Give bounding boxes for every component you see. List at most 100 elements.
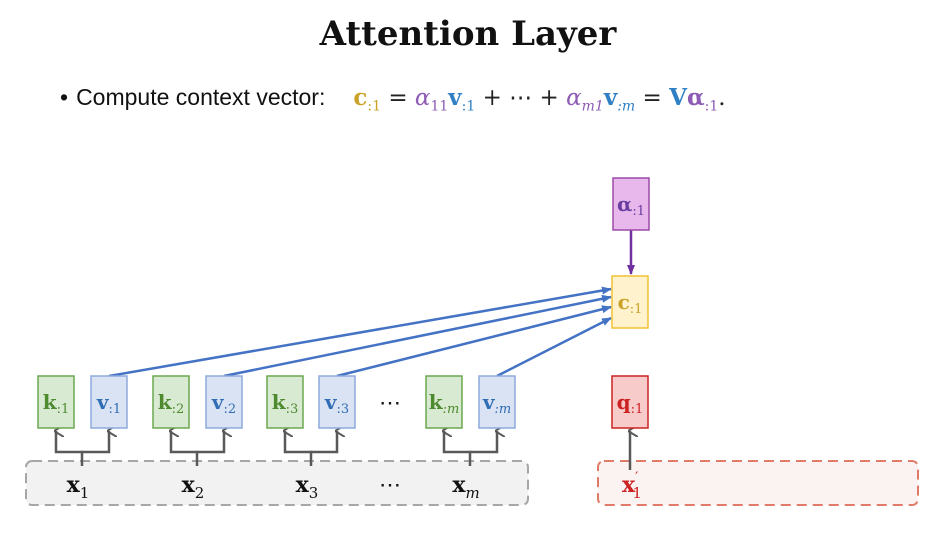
value-to-context-arrow-2 bbox=[223, 294, 612, 378]
alpha-box-subscript: :1 bbox=[632, 204, 645, 219]
input-symbol-3: x bbox=[296, 472, 310, 498]
eq-plus-dots: + ⋯ + bbox=[482, 85, 559, 111]
value-box-2-label: v:2 bbox=[211, 390, 236, 417]
value-box-2 bbox=[205, 375, 243, 429]
decoder-input-subscript: 1 bbox=[632, 484, 642, 502]
key-box-1-symbol: k bbox=[43, 390, 58, 414]
key-box-4-label: k:m bbox=[429, 390, 460, 417]
context-equation: c:1 = α11v:1 + ⋯ + αm1v:m = Vα:1. bbox=[353, 84, 725, 115]
value-box-4 bbox=[478, 375, 516, 429]
bullet-text: Compute context vector: bbox=[76, 84, 326, 110]
key-box-4 bbox=[425, 375, 463, 429]
input-to-key-arrow-4 bbox=[444, 431, 472, 466]
ellipsis-inputs: ⋯ bbox=[379, 473, 401, 498]
input-subscript-3: 3 bbox=[309, 484, 319, 502]
key-box-1 bbox=[37, 375, 75, 429]
eq-alpha11-sub: 11 bbox=[430, 98, 449, 115]
input-to-value-arrow-3 bbox=[311, 431, 337, 454]
eq-equals-1: = bbox=[388, 85, 408, 111]
input-to-key-arrow-2 bbox=[171, 431, 199, 466]
eq-c: c bbox=[353, 84, 368, 111]
input-label-1: x1 bbox=[67, 472, 90, 502]
query-box bbox=[611, 375, 649, 429]
eq-vm-sub: :m bbox=[617, 98, 636, 115]
input-label-2: x2 bbox=[182, 472, 205, 502]
key-box-2-subscript: :2 bbox=[172, 402, 185, 417]
context-box-symbol: c bbox=[618, 290, 630, 314]
value-box-1-label: v:1 bbox=[96, 390, 121, 417]
input-to-key-arrow-3 bbox=[285, 431, 313, 466]
input-subscript-4: m bbox=[465, 484, 479, 502]
input-symbol-2: x bbox=[182, 472, 196, 498]
eq-v1-sub: :1 bbox=[461, 98, 476, 115]
key-box-3 bbox=[266, 375, 304, 429]
input-to-key-arrow-1 bbox=[56, 431, 84, 466]
bullet-line: • Compute context vector: c:1 = α11v:1 +… bbox=[60, 84, 726, 120]
alpha-box-label: α:1 bbox=[617, 192, 645, 219]
bullet-marker: • bbox=[60, 84, 69, 110]
input-label-4: xm bbox=[452, 472, 479, 502]
decoder-input-symbol: x bbox=[622, 472, 636, 498]
input-label-3: x3 bbox=[296, 472, 319, 502]
alpha-box-symbol: α bbox=[617, 192, 632, 216]
alpha-box bbox=[612, 177, 650, 231]
value-box-4-label: v:m bbox=[482, 390, 511, 417]
eq-equals-2: = bbox=[642, 85, 662, 111]
eq-V: V bbox=[669, 84, 687, 111]
key-box-2-label: k:2 bbox=[158, 390, 185, 417]
value-box-3-symbol: v bbox=[324, 390, 338, 414]
eq-period: . bbox=[718, 85, 726, 111]
decoder-container bbox=[597, 460, 919, 506]
value-box-4-symbol: v bbox=[482, 390, 496, 414]
encoder-container bbox=[25, 460, 529, 506]
key-box-2 bbox=[152, 375, 190, 429]
context-box-subscript: :1 bbox=[630, 302, 643, 317]
input-to-value-arrow-4 bbox=[470, 431, 497, 454]
input-symbol-1: x bbox=[67, 472, 81, 498]
value-box-1-symbol: v bbox=[96, 390, 110, 414]
ellipsis-boxes: ⋯ bbox=[379, 391, 401, 416]
value-to-context-arrows bbox=[108, 230, 635, 378]
value-box-1-subscript: :1 bbox=[108, 402, 121, 417]
decoder-input-label: x′1 bbox=[622, 470, 642, 502]
value-box-3-subscript: :3 bbox=[336, 402, 349, 417]
eq-v1: v bbox=[448, 84, 462, 111]
key-box-1-subscript: :1 bbox=[57, 402, 70, 417]
query-box-label: q:1 bbox=[617, 390, 644, 417]
eq-alpha: α bbox=[686, 84, 705, 111]
context-box-label: c:1 bbox=[618, 290, 643, 317]
value-box-4-subscript: :m bbox=[494, 402, 511, 417]
key-box-3-label: k:3 bbox=[272, 390, 299, 417]
eq-alpham1: α bbox=[566, 85, 582, 111]
input-to-value-arrow-2 bbox=[197, 431, 224, 454]
decoder-input-prime: ′ bbox=[635, 470, 638, 486]
value-box-1 bbox=[90, 375, 128, 429]
key-box-3-subscript: :3 bbox=[286, 402, 299, 417]
value-to-context-arrow-4 bbox=[496, 316, 612, 378]
key-box-2-symbol: k bbox=[158, 390, 173, 414]
eq-alpha-sub: :1 bbox=[704, 98, 719, 115]
value-box-3 bbox=[318, 375, 356, 429]
value-box-2-symbol: v bbox=[211, 390, 225, 414]
eq-alpha11: α bbox=[414, 85, 431, 111]
eq-c-sub: :1 bbox=[367, 98, 381, 115]
eq-alpham1-sub: m1 bbox=[581, 98, 604, 115]
key-box-4-subscript: :m bbox=[443, 402, 460, 417]
query-box-symbol: q bbox=[617, 390, 631, 414]
input-to-value-arrow-1 bbox=[82, 431, 109, 454]
value-to-context-arrow-3 bbox=[336, 305, 612, 378]
input-symbol-4: x bbox=[452, 472, 466, 498]
value-box-3-label: v:3 bbox=[324, 390, 349, 417]
context-box bbox=[611, 275, 649, 329]
input-subscript-1: 1 bbox=[80, 484, 90, 502]
key-box-4-symbol: k bbox=[429, 390, 444, 414]
value-box-2-subscript: :2 bbox=[223, 402, 236, 417]
key-box-3-symbol: k bbox=[272, 390, 287, 414]
slide-title: Attention Layer bbox=[319, 14, 617, 54]
input-subscript-2: 2 bbox=[195, 484, 205, 502]
eq-vm: v bbox=[603, 84, 618, 111]
value-to-context-arrow-1 bbox=[108, 286, 612, 378]
